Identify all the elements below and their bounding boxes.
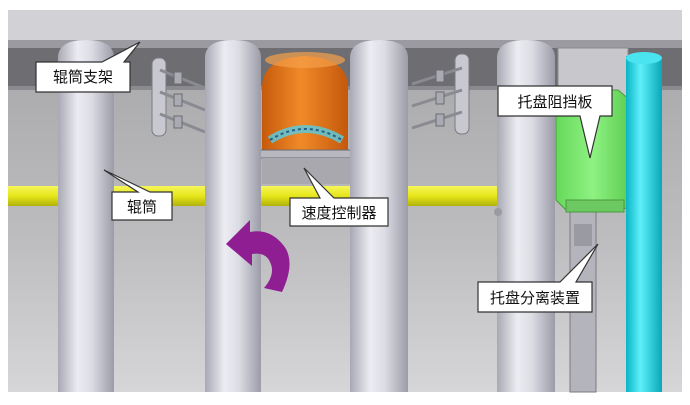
label-roller: 辊筒 (127, 198, 157, 216)
tray-stop-plate (555, 89, 631, 213)
top-frame (8, 10, 682, 40)
roller-bracket-left (151, 57, 206, 137)
cyan-pipe (626, 52, 662, 392)
label-tray-stop-plate: 托盘阻挡板 (517, 93, 592, 111)
top-frame-edge (8, 40, 682, 48)
rotation-arrow (226, 220, 290, 292)
callout-tray-stop-plate: 托盘阻挡板 (497, 85, 613, 159)
callout-tray-separator: 托盘分离装置 (477, 243, 599, 313)
roller-1 (58, 40, 114, 392)
label-speed-controller: 速度控制器 (301, 204, 376, 222)
callout-roller-bracket: 辊筒支架 (35, 41, 141, 93)
speed-controller (257, 52, 355, 184)
roller-2 (205, 40, 261, 392)
callout-speed-controller: 速度控制器 (289, 167, 389, 227)
label-roller-bracket: 辊筒支架 (53, 68, 113, 86)
roller-bracket-right (411, 53, 470, 135)
callout-roller: 辊筒 (103, 169, 173, 221)
label-tray-separator: 托盘分离装置 (490, 289, 580, 307)
